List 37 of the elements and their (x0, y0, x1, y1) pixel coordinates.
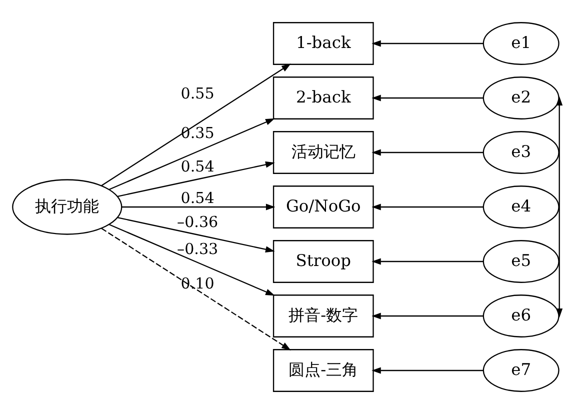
arrow (372, 367, 484, 374)
node-ellipse: e4 (482, 186, 560, 228)
edge-label: 0.35 (180, 124, 214, 142)
edge-label: 0.54 (180, 188, 214, 207)
node-ellipse: e5 (482, 240, 560, 283)
edge-label: –0.33 (177, 240, 218, 258)
node-ellipse: e3 (482, 131, 560, 174)
node-box: 拼音-数字 (272, 294, 374, 338)
arrow (372, 204, 484, 210)
node-box: 1-back (272, 22, 374, 65)
node-ellipse: e6 (482, 294, 560, 338)
edge-label: 0.10 (180, 274, 214, 293)
arrow (372, 312, 484, 320)
arrow (117, 217, 275, 253)
arrow (372, 94, 484, 102)
arrow (101, 228, 291, 350)
node-box: Stroop (272, 240, 374, 283)
node-ellipse: 执行功能 (12, 179, 122, 235)
arrow (108, 118, 275, 190)
arrow (372, 258, 484, 265)
arrow (101, 64, 291, 186)
node-box: 活动记忆 (272, 131, 374, 174)
arrow (122, 204, 276, 210)
node-box: 2-back (272, 76, 374, 120)
node-box: Go/NoGo (272, 186, 374, 228)
arrow (117, 161, 275, 197)
node-ellipse: e1 (482, 22, 560, 65)
arrow (372, 40, 484, 47)
node-ellipse: e2 (482, 76, 560, 120)
arrow (372, 149, 484, 156)
arrow (556, 96, 563, 318)
node-ellipse: e7 (482, 349, 560, 392)
edge-label: –0.36 (177, 213, 218, 232)
arrow (108, 224, 275, 296)
node-box: 圆点-三角 (272, 349, 374, 392)
edge-label: 0.55 (180, 84, 214, 102)
edge-label: 0.54 (180, 158, 214, 176)
